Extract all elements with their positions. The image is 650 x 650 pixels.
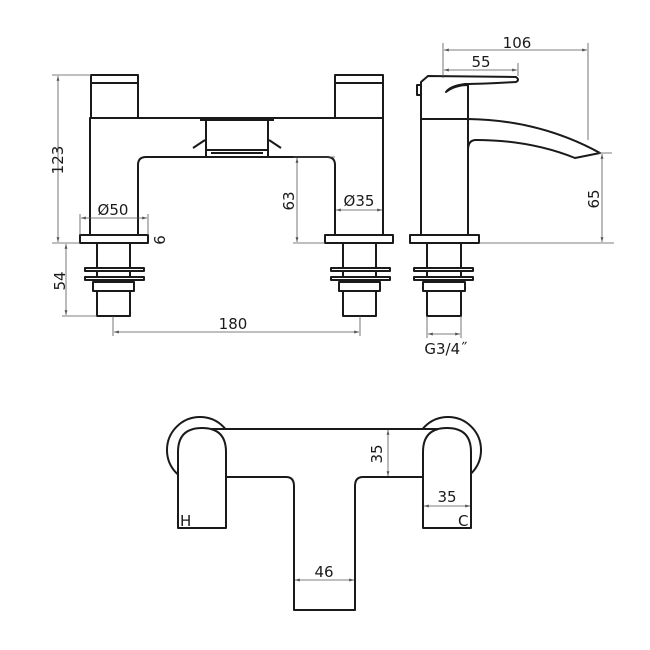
dim-spout-height: 65 <box>585 189 603 208</box>
dim-shank-length: 54 <box>51 271 69 290</box>
right-fixing <box>324 234 394 317</box>
lever-handle <box>420 75 519 120</box>
dim-base-diameter: Ø50 <box>98 201 129 219</box>
dim-spout-width: 46 <box>314 563 333 581</box>
dim-projection: 106 <box>503 34 532 52</box>
top-view: H C 35 35 46 <box>166 416 482 611</box>
cold-label: C <box>458 512 468 530</box>
dim-base-thickness: 6 <box>151 235 169 245</box>
cold-handle <box>334 74 384 119</box>
body-outline <box>199 428 449 611</box>
dim-total-height: 123 <box>49 146 67 175</box>
front-view: 123 54 180 Ø50 6 63 Ø35 <box>49 74 394 336</box>
spout <box>467 118 601 159</box>
dim-bar-depth: 35 <box>368 444 386 463</box>
hot-label: H <box>180 512 191 530</box>
cold-handle-top <box>422 427 472 529</box>
left-fixing <box>79 234 149 317</box>
dim-thread: G3/4˝ <box>424 340 467 358</box>
dim-centres: 180 <box>219 315 248 333</box>
diverter <box>192 119 282 158</box>
side-view: 106 55 65 G3/4˝ <box>409 34 614 358</box>
dim-spout-clearance: 63 <box>280 191 298 210</box>
column <box>420 118 469 236</box>
hot-handle <box>90 74 139 119</box>
hot-handle-top <box>177 427 227 529</box>
dim-column-diameter: Ø35 <box>344 192 375 210</box>
dim-handle-width: 35 <box>437 488 456 506</box>
dim-handle-length: 55 <box>471 53 490 71</box>
